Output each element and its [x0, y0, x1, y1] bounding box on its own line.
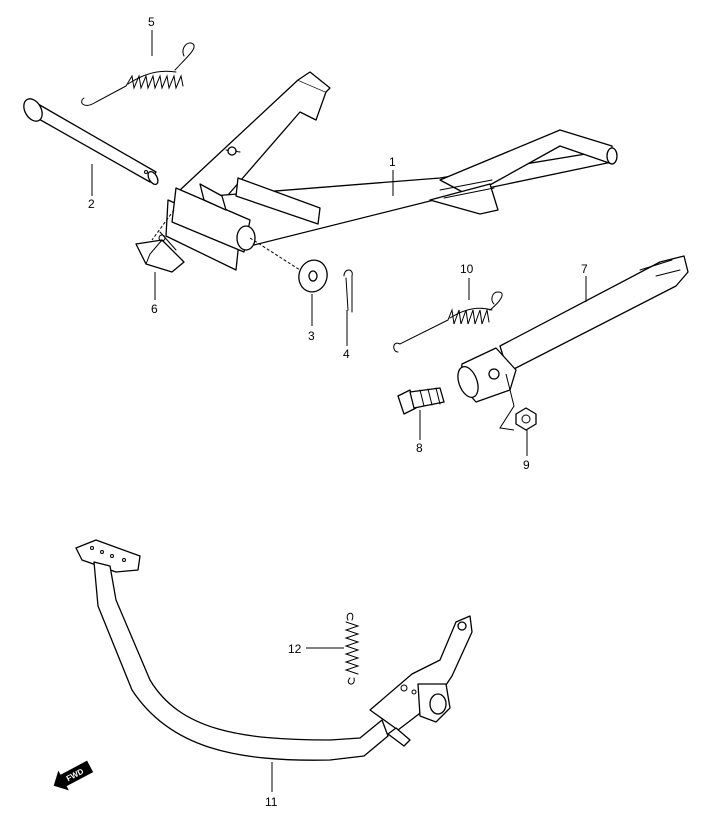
forward-arrow-icon: [53, 760, 94, 791]
stopper-part-6: [135, 231, 185, 273]
callout-labels: 5 2 1 6 3 4 10 7 8 9 12 11: [88, 15, 588, 809]
side-stand-part-7: [457, 255, 689, 403]
shaft-part-2: [23, 98, 159, 186]
spring-part-5: [81, 42, 195, 106]
brake-pedal-part-11: [75, 539, 473, 761]
callout-8: 8: [416, 441, 423, 455]
callout-7: 7: [581, 262, 588, 276]
main-stand-part-1: [165, 71, 618, 271]
callout-12: 12: [288, 642, 302, 656]
callout-2: 2: [88, 197, 95, 211]
callout-4: 4: [343, 347, 350, 361]
cotter-pin-part-4: [343, 269, 353, 313]
callout-10: 10: [460, 262, 474, 276]
callout-11: 11: [265, 795, 278, 809]
washer-part-3: [298, 259, 328, 293]
callout-3: 3: [308, 329, 315, 343]
callout-5: 5: [148, 15, 155, 29]
nut-part-9: [515, 407, 537, 431]
spring-part-12: [344, 612, 360, 685]
callout-1: 1: [389, 155, 396, 169]
leader-lines: [91, 30, 587, 792]
spring-part-10: [393, 291, 503, 353]
callout-9: 9: [523, 458, 530, 472]
callout-6: 6: [151, 302, 158, 316]
forward-direction-badge: FWD: [53, 760, 94, 791]
bolt-part-8: [397, 387, 445, 415]
